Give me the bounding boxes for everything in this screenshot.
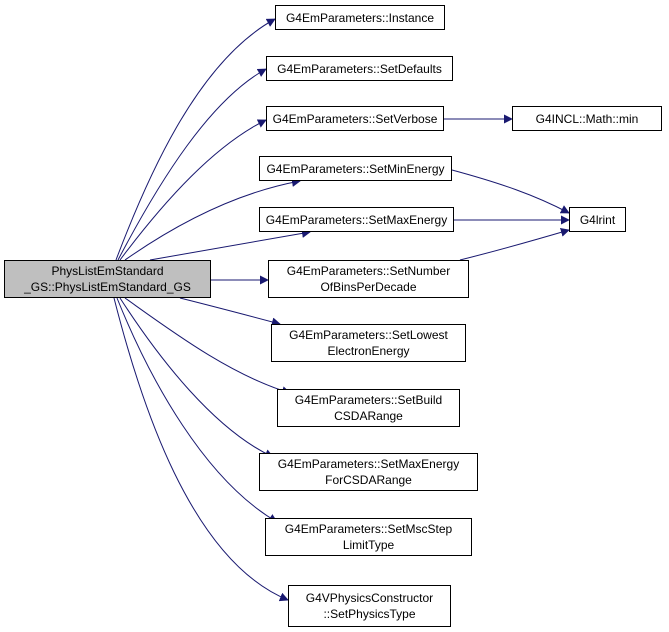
edge-root-to-setmaxenergy [149, 228, 311, 261]
node-g4emparameters-instance[interactable]: G4EmParameters::Instance [275, 5, 445, 30]
node-label: G4EmParameters::SetMscStep LimitType [284, 522, 453, 552]
node-label: G4EmParameters::SetLowest ElectronEnergy [289, 328, 448, 358]
node-g4emparameters-setminenergy[interactable]: G4EmParameters::SetMinEnergy [259, 156, 452, 181]
node-label: G4EmParameters::SetDefaults [277, 61, 442, 76]
edge-setminenergy-to-g4lrint [451, 169, 570, 214]
edge-setnumberofbins-to-g4lrint [459, 227, 570, 261]
edge-root-to-instance [115, 18, 276, 261]
node-label: G4EmParameters::SetVerbose [272, 111, 438, 126]
node-label: G4EmParameters::SetMinEnergy [266, 161, 445, 176]
edge-root-to-setphysicstype [113, 297, 289, 602]
node-g4lrint[interactable]: G4lrint [569, 207, 626, 232]
node-label: G4INCL::Math::min [535, 111, 639, 126]
edge-root-to-setdefaults [117, 68, 267, 261]
node-label: G4EmParameters::SetMaxEnergy ForCSDARang… [277, 457, 460, 487]
node-g4incl-math-min[interactable]: G4INCL::Math::min [512, 106, 662, 131]
node-g4emparameters-setlowestelectronenergy[interactable]: G4EmParameters::SetLowest ElectronEnergy [271, 324, 466, 362]
node-g4emparameters-setbuildcsdarange[interactable]: G4EmParameters::SetBuild CSDARange [277, 389, 460, 427]
node-label: G4lrint [579, 212, 616, 227]
node-g4emparameters-setmscsteplimittype[interactable]: G4EmParameters::SetMscStep LimitType [265, 518, 472, 556]
edge-root-to-setminenergy [124, 178, 301, 261]
edge-root-to-setmaxenergycsda [119, 297, 274, 458]
root-function-node: PhysListEmStandard _GS::PhysListEmStanda… [4, 260, 211, 298]
node-g4emparameters-setmaxenergyforcsdarange[interactable]: G4EmParameters::SetMaxEnergy ForCSDARang… [259, 453, 478, 491]
edge-root-to-setlowestelectron [179, 297, 281, 327]
node-label: G4EmParameters::SetNumber OfBinsPerDecad… [286, 264, 451, 294]
node-g4emparameters-setverbose[interactable]: G4EmParameters::SetVerbose [266, 106, 444, 131]
edge-root-to-setverbose [119, 119, 267, 261]
node-label: G4EmParameters::SetMaxEnergy [265, 212, 448, 227]
root-function-label: PhysListEmStandard _GS::PhysListEmStanda… [24, 264, 191, 294]
node-label: G4VPhysicsConstructor ::SetPhysicsType [305, 591, 434, 621]
edge-root-to-setmscsteplimit [116, 297, 278, 523]
node-g4emparameters-setmaxenergy[interactable]: G4EmParameters::SetMaxEnergy [259, 207, 454, 232]
node-g4vphysicsconstructor-setphysicstype[interactable]: G4VPhysicsConstructor ::SetPhysicsType [288, 585, 451, 627]
edge-root-to-setbuildcsda [124, 297, 291, 395]
node-label: G4EmParameters::SetBuild CSDARange [294, 393, 443, 423]
node-g4emparameters-setdefaults[interactable]: G4EmParameters::SetDefaults [266, 56, 453, 81]
node-g4emparameters-setnumberofbinsperdecade[interactable]: G4EmParameters::SetNumber OfBinsPerDecad… [268, 260, 469, 298]
node-label: G4EmParameters::Instance [285, 10, 435, 25]
